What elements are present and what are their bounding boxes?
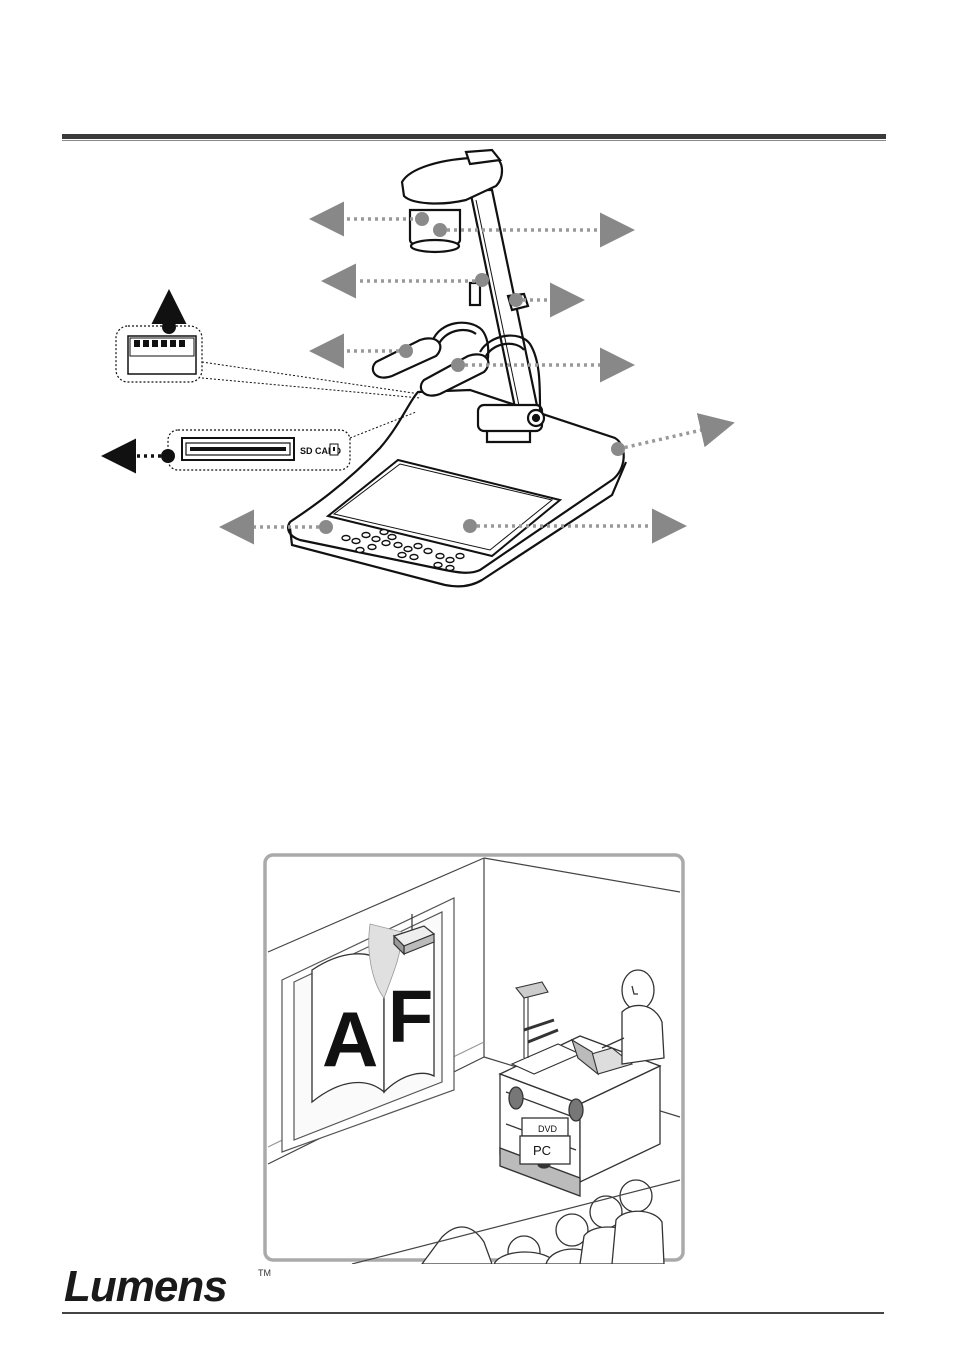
lamp-heads <box>373 338 488 395</box>
dvd-label: DVD <box>538 1124 558 1134</box>
classroom-illustration: A F DVD PC <box>262 852 686 1264</box>
screen-letter-a: A <box>322 995 378 1083</box>
pc-label: PC <box>533 1143 551 1158</box>
lumens-logo: Lumens <box>64 1262 227 1312</box>
screen-letter-f: F <box>388 975 433 1058</box>
document-camera-diagram: SD CARD <box>0 0 954 620</box>
dip-switch-inset <box>116 296 420 398</box>
trademark-mark: TM <box>258 1268 271 1278</box>
footer-rule <box>62 1312 884 1314</box>
